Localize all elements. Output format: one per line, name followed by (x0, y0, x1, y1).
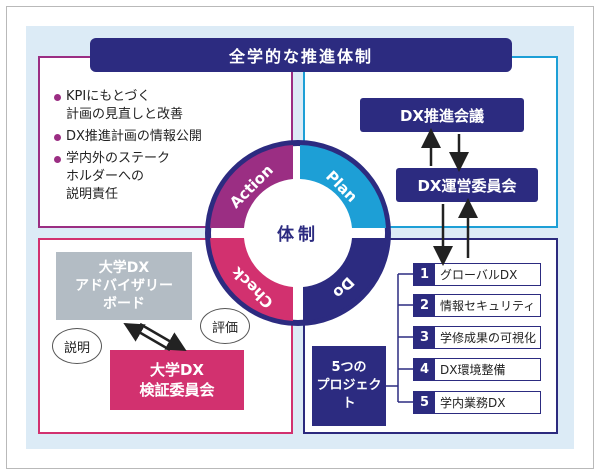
evaluate-bubble-label: 評価 (211, 320, 238, 336)
project-item-5: 5 学内業務DX (413, 391, 541, 414)
cycle-segment-action (210, 145, 293, 228)
bullet-disclosure-line1: DX推進計画の情報公開 (66, 129, 202, 144)
advisory-board-box: 大学DX アドバイザリー ボード (56, 252, 192, 320)
explain-bubble-label: 説明 (63, 340, 90, 356)
bullet-kpi: KPIにもとづく 計画の見直しと改善 (52, 88, 222, 124)
dx-steering-committee-box: DX運営委員会 (396, 168, 538, 202)
project-number: 1 (414, 264, 435, 285)
dx-promotion-council-box: DX推進会議 (360, 98, 524, 132)
project-name: 学内業務DX (440, 396, 506, 410)
verification-to-advisory-arrow (123, 322, 171, 352)
projects-bracket (386, 273, 413, 403)
project-number: 4 (414, 359, 435, 380)
advisory-board-line3: ボード (103, 296, 145, 312)
advisory-board-line1: 大学DX (98, 260, 150, 276)
verification-committee-line2: 検証委員会 (139, 381, 215, 399)
project-number: 3 (414, 327, 435, 348)
verification-committee-box: 大学DX 検証委員会 (110, 350, 244, 410)
action-bullet-list: KPIにもとづく 計画の見直しと改善 DX推進計画の情報公開 学内外のステーク … (52, 88, 222, 208)
bullet-accountability-line2: ホルダーへの (66, 169, 145, 184)
cycle-segment-plan (300, 145, 386, 228)
dx-promotion-council-label: DX推進会議 (399, 106, 485, 125)
explain-bubble: 説明 (52, 328, 102, 364)
bullet-kpi-line1: KPIにもとづく (66, 89, 151, 104)
project-name: 学修成果の可視化 (440, 331, 537, 345)
bullet-kpi-line2: 計画の見直しと改善 (66, 107, 184, 122)
project-number: 2 (414, 295, 435, 316)
advisory-board-line2: アドバイザリー (75, 278, 173, 294)
bullet-accountability-line1: 学内外のステーク (66, 151, 171, 166)
bullet-accountability: 学内外のステーク ホルダーへの 説明責任 (52, 150, 222, 204)
project-number: 5 (414, 392, 435, 413)
cycle-center-label: 体制 (277, 224, 319, 245)
projects-label-line1: 5つの (331, 360, 367, 375)
evaluate-bubble: 評価 (200, 308, 250, 344)
verification-committee-line1: 大学DX (149, 361, 204, 379)
cycle-segment-do (303, 238, 386, 321)
project-item-4: 4 DX環境整備 (413, 358, 541, 381)
project-item-3: 3 学修成果の可視化 (413, 326, 541, 349)
project-item-2: 2 情報セキュリティ (413, 294, 541, 317)
dx-steering-committee-label: DX運営委員会 (417, 176, 517, 195)
projects-label-box: 5つの プロジェクト (312, 346, 386, 426)
bullet-accountability-line3: 説明責任 (66, 187, 119, 202)
advisory-to-verification-arrow (139, 322, 187, 352)
cycle-segment-check (210, 238, 293, 321)
project-item-1: 1 グローバルDX (413, 263, 541, 286)
project-name: グローバルDX (440, 268, 518, 282)
pdca-cycle: Plan Do Check Action 体制 (205, 140, 391, 326)
bullet-disclosure: DX推進計画の情報公開 (52, 128, 222, 146)
project-name: DX環境整備 (440, 363, 506, 377)
projects-label-line2: プロジェクト (316, 378, 382, 411)
title-text: 全学的な推進体制 (228, 47, 373, 66)
title-banner: 全学的な推進体制 (90, 38, 512, 72)
project-name: 情報セキュリティ (440, 299, 536, 313)
